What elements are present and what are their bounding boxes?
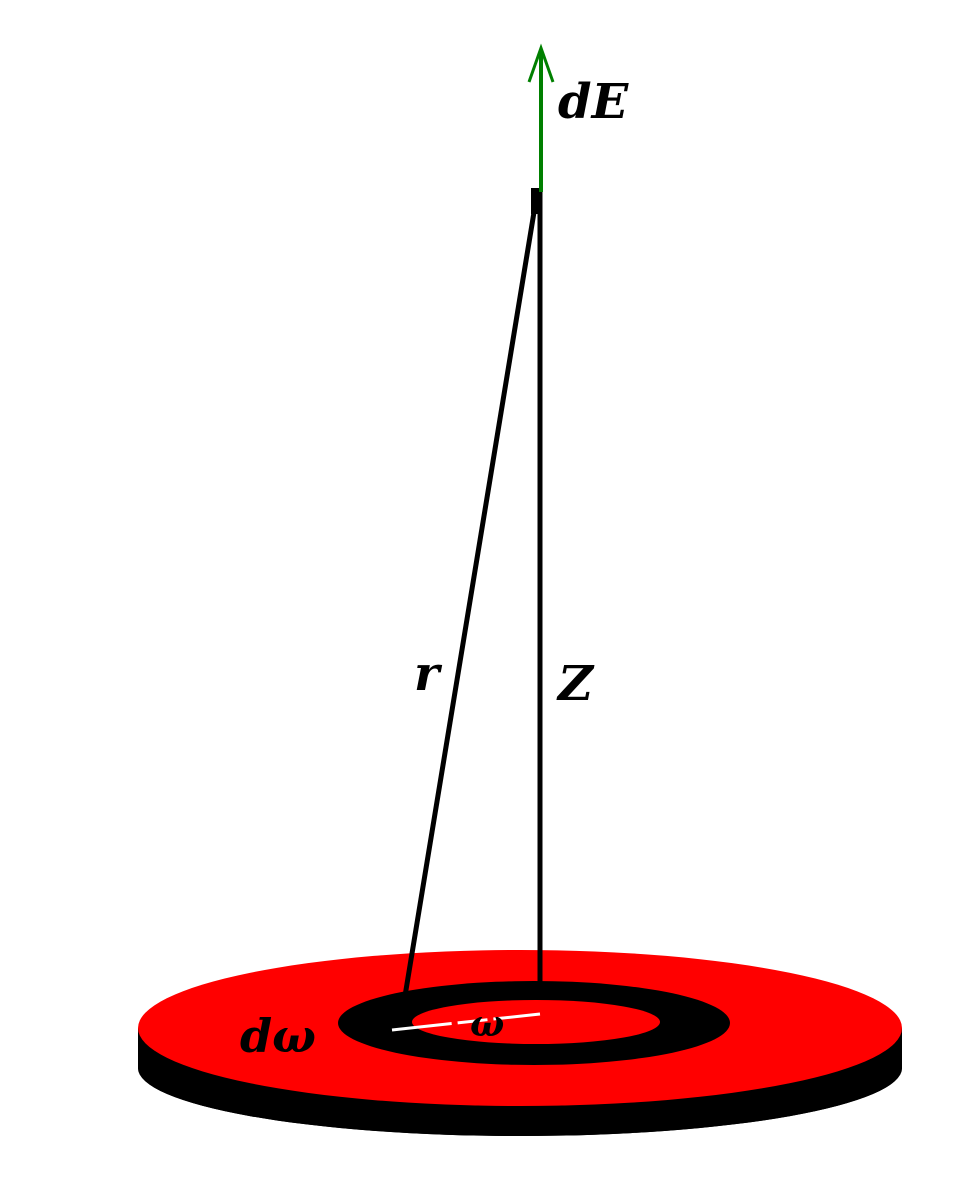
disk (138, 950, 902, 1136)
field-point (531, 188, 541, 214)
field-vector-arrow (527, 43, 555, 192)
label-Z: Z (556, 656, 595, 712)
field-vector-head (527, 43, 555, 83)
label-omega: ω (470, 1003, 504, 1045)
r-line (402, 193, 540, 997)
label-d-omega: dω (240, 1009, 316, 1063)
disk-inner-surface (412, 1000, 660, 1044)
label-r: r (414, 646, 443, 702)
label-dE: dE (558, 74, 630, 130)
radius-line (391, 1012, 541, 1032)
